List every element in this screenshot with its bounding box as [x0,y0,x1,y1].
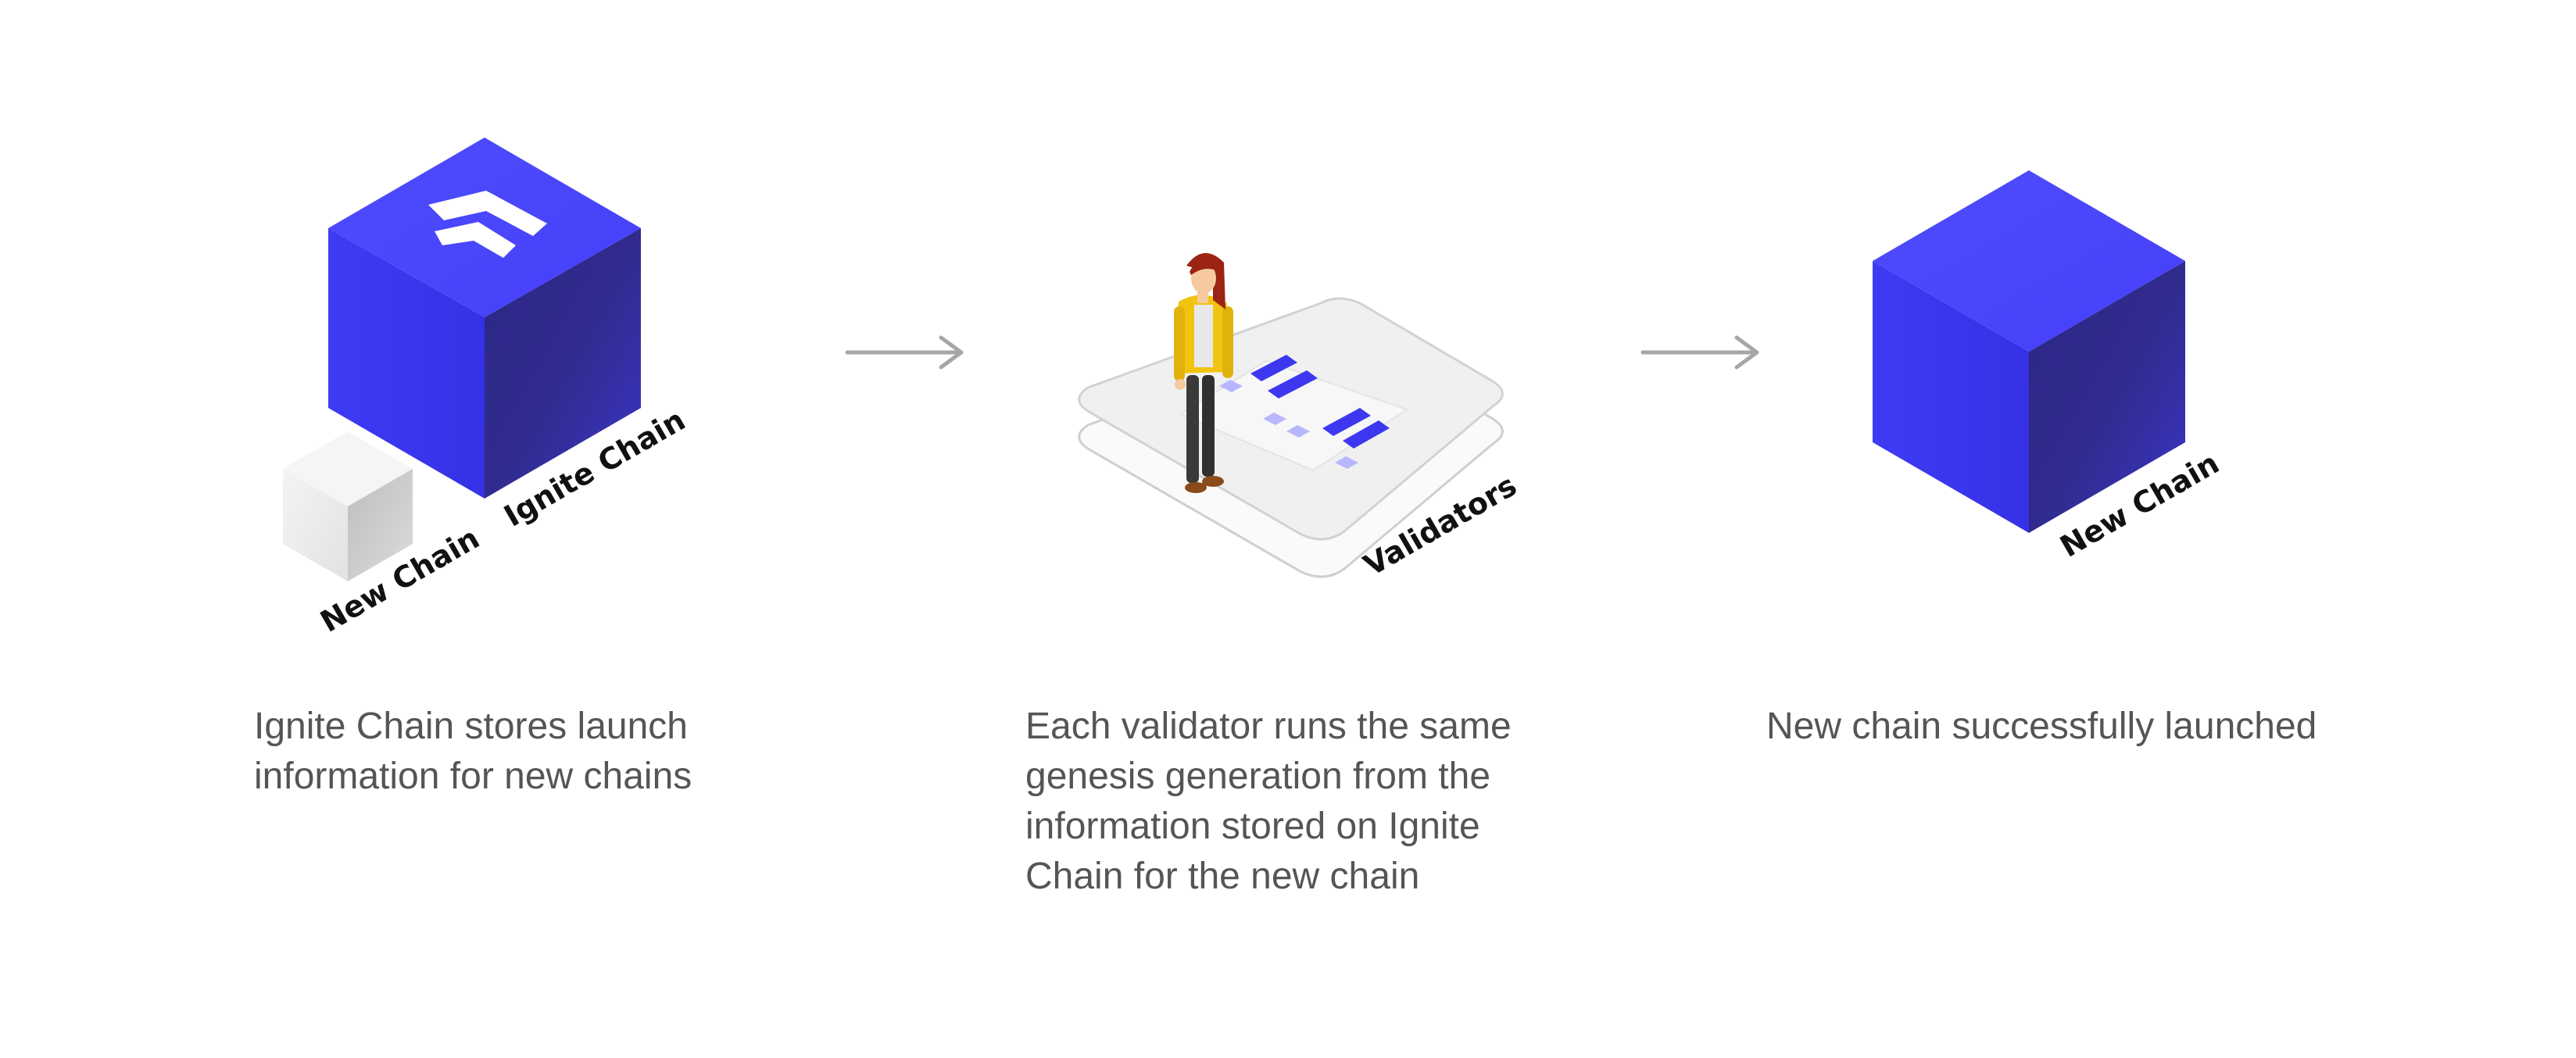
arrow-right-icon [1640,335,1759,370]
step-3-caption: New chain successfully launched [1766,706,2317,747]
arrow-right-icon [845,335,964,370]
new-chain-block [1873,170,2185,533]
new-chain-small-block [283,431,413,581]
validator-person-icon [1174,252,1233,493]
ignite-logo-icon [428,191,547,258]
step-2-caption: Each validator runs the same genesis gen… [1025,706,1512,897]
genesis-blocks-icon [1219,355,1390,469]
step-1-caption: Ignite Chain stores launch information f… [254,706,692,797]
